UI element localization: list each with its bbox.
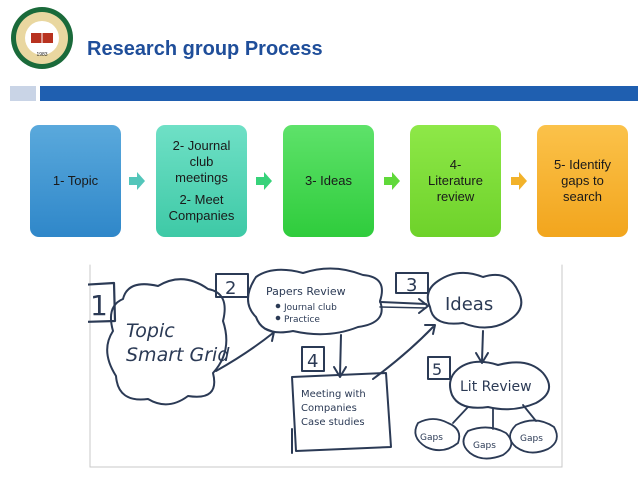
gaps-text: Gaps bbox=[520, 434, 543, 444]
step-label: 1- Topic bbox=[52, 173, 99, 188]
papers-review-bullet: Journal club bbox=[283, 303, 337, 313]
step-label: 2- Journal club meetings bbox=[172, 138, 231, 185]
logo-year: 1983 bbox=[36, 52, 47, 58]
topic-text: Topic bbox=[126, 320, 175, 342]
step-label: 3- Ideas bbox=[305, 173, 352, 188]
step-label-secondary: 2- Meet Companies bbox=[168, 192, 235, 223]
gaps-text: Gaps bbox=[473, 441, 496, 451]
university-logo: 1983 bbox=[11, 7, 73, 69]
step-journal-club: 2- Journal club meetings 2- Meet Compani… bbox=[156, 125, 247, 237]
arrow-right-icon bbox=[129, 172, 145, 190]
page-title: Research group Process bbox=[87, 38, 323, 60]
arrow-right-icon bbox=[256, 172, 272, 190]
papers-review-title: Papers Review bbox=[266, 285, 346, 298]
arrow-right-icon bbox=[511, 172, 527, 190]
step-ideas: 3- Ideas bbox=[283, 125, 374, 237]
header-rule-bar bbox=[40, 86, 638, 101]
topic-text-line: Smart Grid bbox=[126, 344, 230, 366]
hand-drawn-sketch: 1 Topic Smart Grid 2 Papers Review Journ… bbox=[88, 264, 563, 468]
step-label: 5- Identify gaps to search bbox=[553, 157, 612, 204]
svg-text:Topic Smart Grid: Topic Smart Grid bbox=[126, 320, 230, 366]
ideas-text: Ideas bbox=[445, 294, 493, 315]
meeting-text-line: Companies bbox=[301, 403, 357, 414]
step-topic: 1- Topic bbox=[30, 125, 121, 237]
papers-review-bullet: Practice bbox=[284, 315, 320, 325]
header-rule-square bbox=[10, 86, 36, 101]
arrow-right-icon bbox=[384, 172, 400, 190]
sketch-number-1: 1 bbox=[90, 289, 108, 322]
meeting-text: Meeting with bbox=[301, 389, 366, 400]
step-label: 4- Literature review bbox=[428, 157, 483, 204]
sketch-number-4: 4 bbox=[307, 351, 318, 372]
sketch-number-2: 2 bbox=[225, 278, 236, 299]
meeting-text-line: Case studies bbox=[301, 417, 365, 428]
sketch-number-3: 3 bbox=[406, 275, 417, 296]
gaps-text: Gaps bbox=[420, 433, 443, 443]
sketch-number-5: 5 bbox=[432, 360, 442, 379]
step-identify-gaps: 5- Identify gaps to search bbox=[537, 125, 628, 237]
lit-review-text: Lit Review bbox=[460, 379, 532, 395]
step-literature-review: 4- Literature review bbox=[410, 125, 501, 237]
